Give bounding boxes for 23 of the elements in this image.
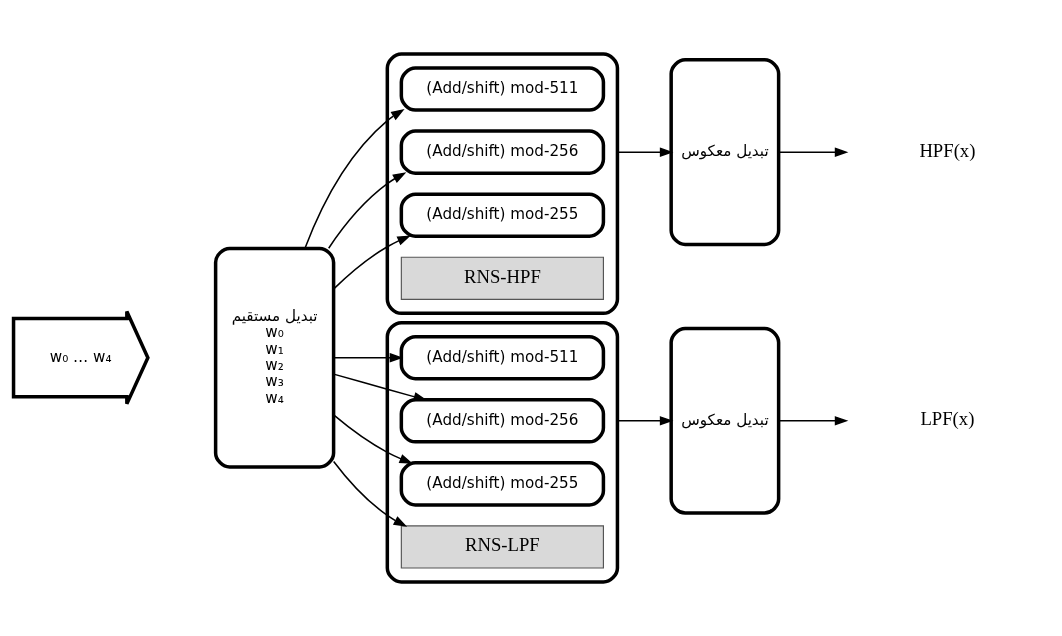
arrow [304, 108, 405, 249]
node-box: تبدیل معکوس [669, 58, 781, 247]
cluster [385, 52, 620, 316]
arrow [616, 416, 674, 426]
node-text: HPF(x) [919, 139, 976, 161]
arrow [332, 414, 414, 464]
arrow [616, 147, 674, 157]
node-box: تبدیل معکوس [669, 326, 781, 515]
node-box: (Add/shift) mod-511 [399, 66, 606, 112]
node-box: (Add/shift) mod-255 [399, 461, 606, 507]
cluster [385, 320, 620, 584]
node-box: (Add/shift) mod-256 [399, 398, 606, 444]
node-box: (Add/shift) mod-255 [399, 192, 606, 238]
node-box: RNS-LPF [400, 525, 604, 569]
arrow [778, 147, 849, 157]
arrow [778, 416, 849, 426]
node-box: (Add/shift) mod-256 [399, 129, 606, 175]
arrow [332, 460, 408, 527]
arrow [333, 235, 411, 290]
node-box: RNS-HPF [400, 256, 604, 300]
node-box: (Add/shift) mod-511 [399, 334, 606, 381]
arrow [327, 172, 407, 249]
node-text: LPF(x) [920, 408, 975, 430]
